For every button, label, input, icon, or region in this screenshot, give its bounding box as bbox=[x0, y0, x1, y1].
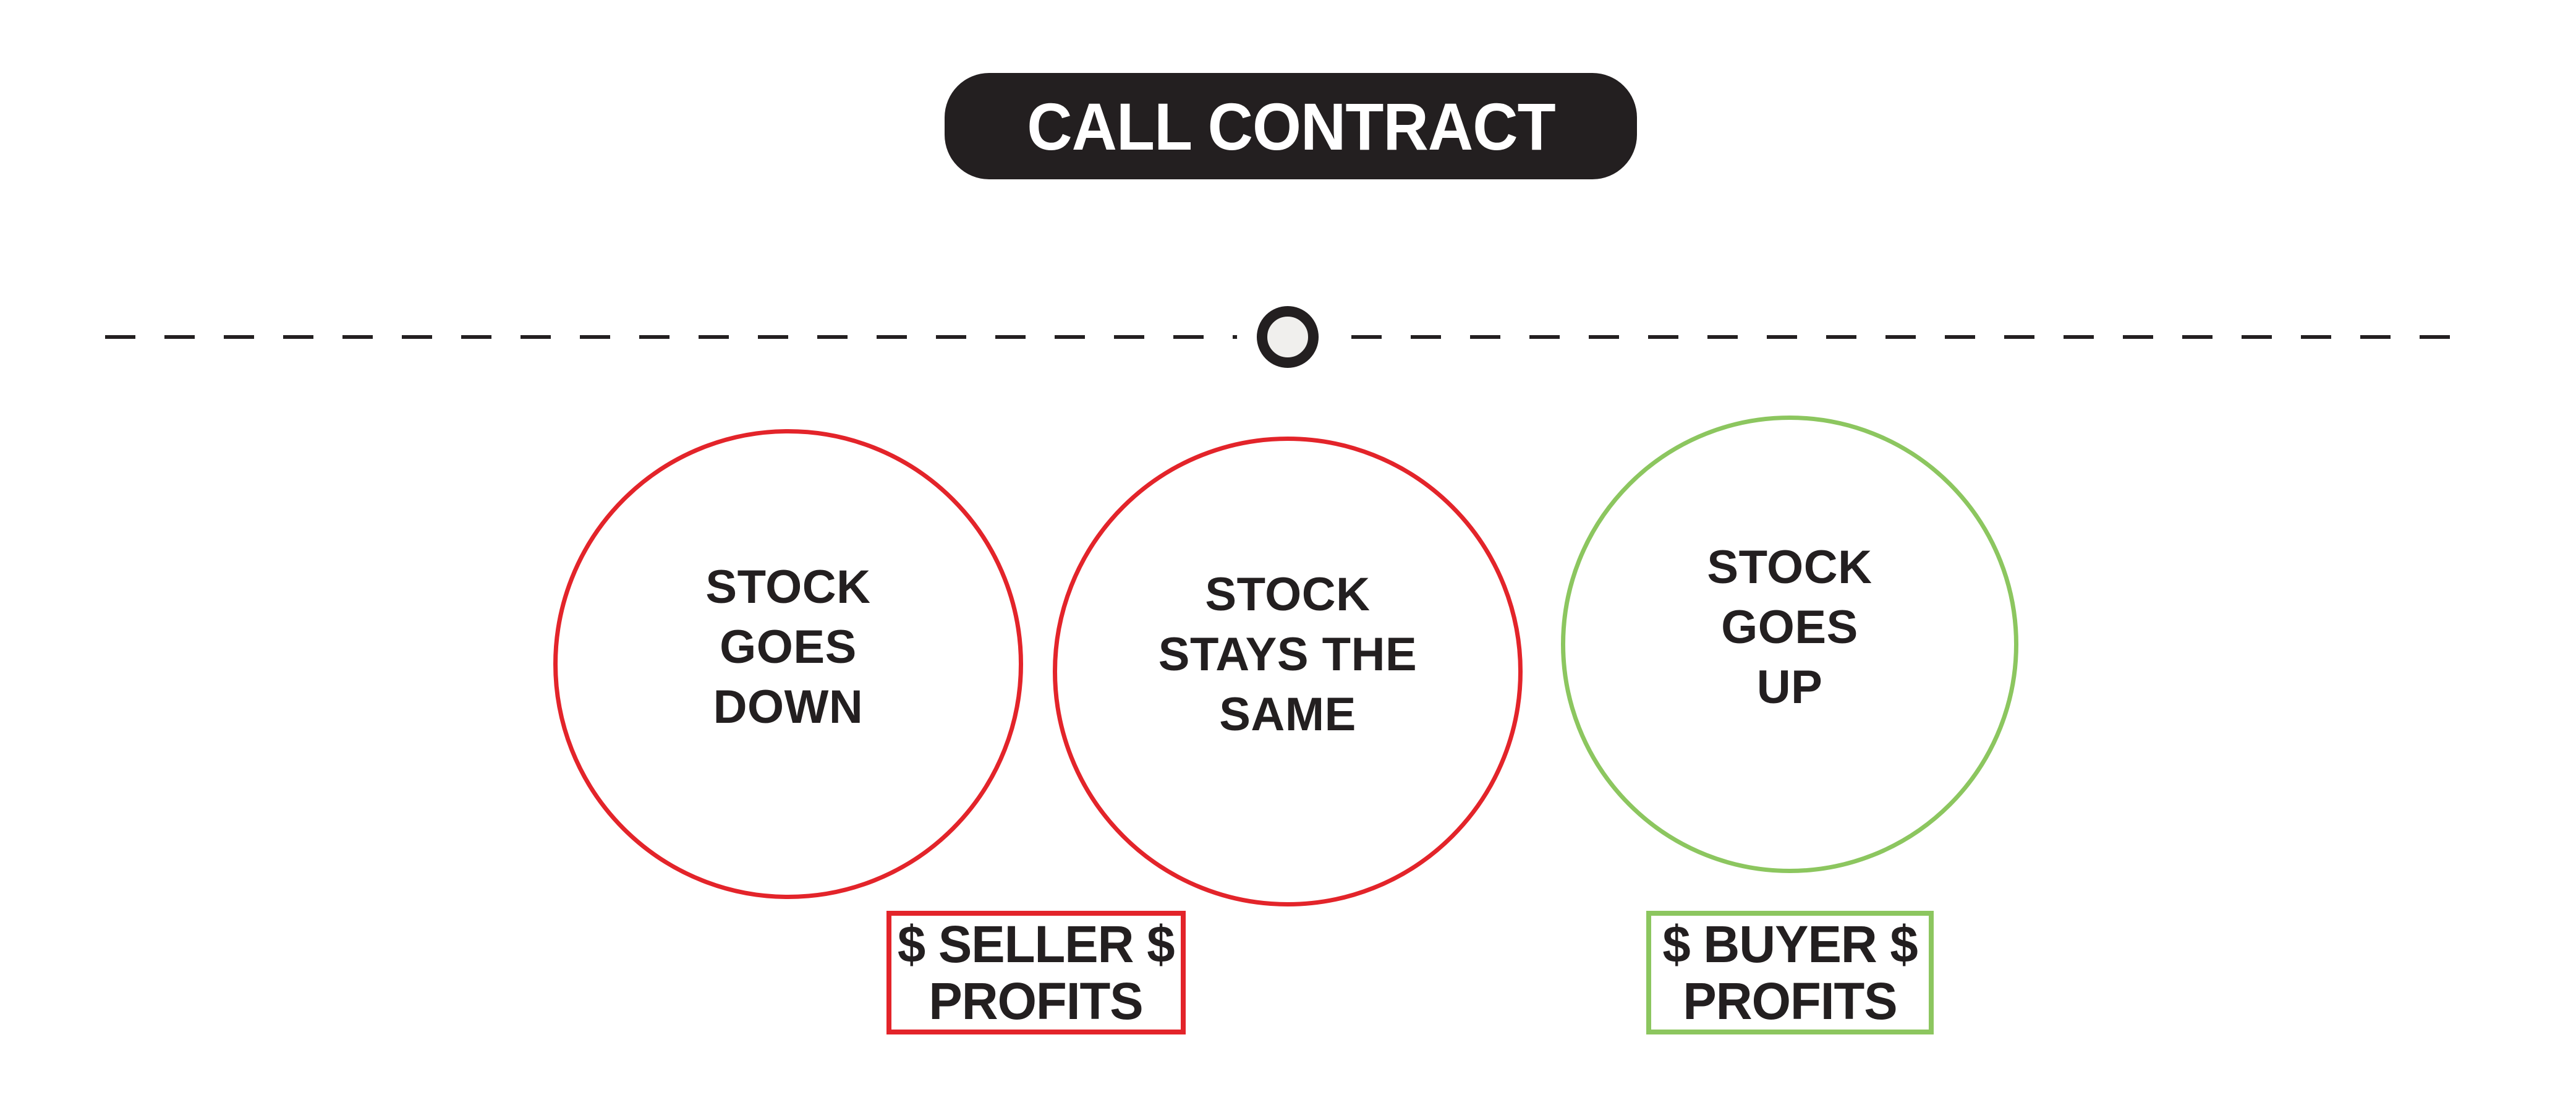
scenario-line: GOES bbox=[720, 620, 857, 673]
scenario-line: SAME bbox=[1219, 688, 1356, 741]
scenario-line: UP bbox=[1756, 660, 1823, 714]
outcome-box-buyer-profits: $ BUYER $ PROFITS bbox=[1646, 911, 1934, 1034]
scenario-circle-stock-goes-up: STOCK GOES UP bbox=[1561, 416, 2018, 873]
outcome-line: PROFITS bbox=[1683, 972, 1897, 1030]
scenario-line: STAYS THE bbox=[1158, 628, 1418, 681]
scenario-text: STOCK GOES DOWN bbox=[705, 557, 870, 737]
scenario-line: STOCK bbox=[1707, 540, 1872, 594]
scenario-line: STOCK bbox=[1205, 568, 1371, 621]
scenario-line: DOWN bbox=[713, 680, 864, 733]
divider-ring-icon bbox=[1257, 306, 1319, 368]
scenario-circle-stock-goes-down: STOCK GOES DOWN bbox=[553, 429, 1023, 899]
outcome-line: $ BUYER $ bbox=[1662, 915, 1918, 973]
title-pill: CALL CONTRACT bbox=[945, 73, 1637, 179]
scenario-text: STOCK GOES UP bbox=[1707, 537, 1872, 717]
scenario-text: STOCK STAYS THE SAME bbox=[1158, 565, 1417, 744]
outcome-box-seller-profits: $ SELLER $ PROFITS bbox=[886, 911, 1186, 1034]
scenario-line: STOCK bbox=[705, 560, 871, 613]
scenario-line: GOES bbox=[1721, 600, 1858, 654]
outcome-line: $ SELLER $ bbox=[898, 915, 1175, 973]
page-title: CALL CONTRACT bbox=[1026, 88, 1555, 164]
outcome-line: PROFITS bbox=[929, 972, 1144, 1030]
scenario-circle-stock-stays-the-same: STOCK STAYS THE SAME bbox=[1053, 437, 1523, 906]
